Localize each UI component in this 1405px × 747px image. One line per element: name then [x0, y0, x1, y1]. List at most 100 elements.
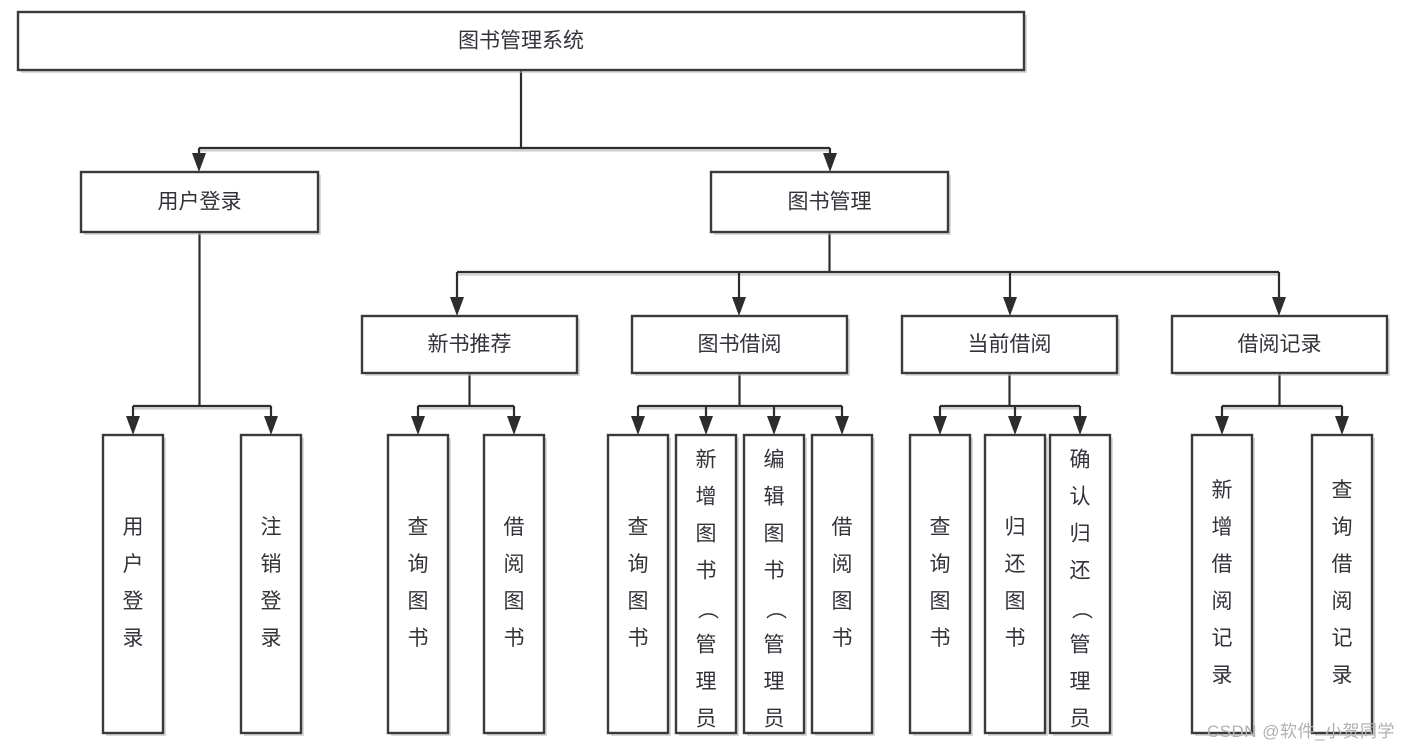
- node-box: [709, 170, 950, 234]
- node-label-char: 新: [696, 449, 717, 472]
- node-box: [983, 433, 1047, 735]
- node-label-char: 书: [504, 627, 525, 650]
- node-label: 当前借阅: [968, 333, 1052, 356]
- connector-arrowhead: [507, 416, 521, 435]
- node-label-char: 书: [408, 627, 429, 650]
- node-label-char: 借: [1212, 553, 1233, 576]
- node-label-char: 管: [696, 634, 717, 657]
- node-label-char: （: [763, 599, 786, 620]
- node-label: 图书管理系统: [458, 30, 584, 53]
- node-box: [1190, 433, 1254, 735]
- node-label-char: 新: [1212, 479, 1233, 502]
- node-leaf-user-login[interactable]: 用户登录: [101, 433, 165, 735]
- node-label-char: 增: [1212, 516, 1233, 539]
- node-label-char: 注: [261, 516, 282, 539]
- node-box: [630, 314, 849, 375]
- connector-layer: [126, 70, 1349, 435]
- node-label-char: 员: [1070, 708, 1091, 731]
- node-label-char: 录: [1212, 664, 1233, 687]
- node-label-char: 图: [930, 590, 951, 613]
- connector-arrowhead: [192, 153, 206, 172]
- connector-arrowhead: [732, 297, 746, 316]
- node-label-char: 阅: [1212, 590, 1233, 613]
- node-box: [79, 170, 320, 234]
- node-label-char: 理: [764, 671, 785, 694]
- node-box: [1170, 314, 1389, 375]
- node-label: 图书借阅: [698, 333, 782, 356]
- node-box: [900, 314, 1119, 375]
- node-box: [101, 433, 165, 735]
- node-user-login[interactable]: 用户登录: [79, 170, 320, 234]
- node-new-book-recommend[interactable]: 新书推荐: [360, 314, 579, 375]
- node-label-char: 图: [1005, 590, 1026, 613]
- connector-arrowhead: [1008, 416, 1022, 435]
- node-label-char: 图: [408, 590, 429, 613]
- node-label-char: 图: [832, 590, 853, 613]
- node-label-char: 归: [1005, 516, 1026, 539]
- node-label-char: 查: [930, 516, 951, 539]
- node-label-char: 员: [764, 708, 785, 731]
- connector-arrowhead: [411, 416, 425, 435]
- node-box: [239, 433, 303, 735]
- node-box: [742, 433, 806, 735]
- node-box: [674, 433, 738, 735]
- watermark-text: CSDN @软件_小贺同学: [1206, 722, 1395, 741]
- node-label-char: 户: [123, 553, 144, 576]
- node-label-char: 登: [261, 590, 282, 613]
- node-label-char: （: [1069, 599, 1092, 620]
- node-label-char: （: [695, 599, 718, 620]
- node-label-char: 书: [696, 560, 717, 583]
- node-borrow-record[interactable]: 借阅记录: [1170, 314, 1389, 375]
- node-label-char: 理: [696, 671, 717, 694]
- node-label-char: 查: [408, 516, 429, 539]
- connector-arrowhead: [823, 153, 837, 172]
- node-root[interactable]: 图书管理系统: [16, 10, 1026, 72]
- node-label-char: 借: [1332, 553, 1353, 576]
- node-label-char: 阅: [504, 553, 525, 576]
- node-label-char: 书: [930, 627, 951, 650]
- node-label-char: 管: [1070, 634, 1091, 657]
- node-book-manage[interactable]: 图书管理: [709, 170, 950, 234]
- node-box: [16, 10, 1026, 72]
- node-label-char: 记: [1212, 627, 1233, 650]
- node-label-char: 销: [261, 553, 282, 576]
- node-label-char: 记: [1332, 627, 1353, 650]
- node-current-borrow[interactable]: 当前借阅: [900, 314, 1119, 375]
- connector-arrowhead: [767, 416, 781, 435]
- node-label-char: 书: [832, 627, 853, 650]
- node-label-char: 管: [764, 634, 785, 657]
- connector-arrowhead: [1073, 416, 1087, 435]
- connector-arrowhead: [1003, 297, 1017, 316]
- node-label: 用户登录: [123, 516, 144, 650]
- node-label-char: 登: [123, 590, 144, 613]
- node-label: 新书推荐: [428, 333, 512, 356]
- node-book-borrow[interactable]: 图书借阅: [630, 314, 849, 375]
- node-box: [908, 433, 972, 735]
- node-label-char: 录: [1332, 664, 1353, 687]
- node-box: [1048, 433, 1112, 735]
- node-label-char: 借: [832, 516, 853, 539]
- node-label-char: 录: [123, 627, 144, 650]
- node-label-char: 借: [504, 516, 525, 539]
- node-label-char: 图: [504, 590, 525, 613]
- node-label-char: 图: [764, 523, 785, 546]
